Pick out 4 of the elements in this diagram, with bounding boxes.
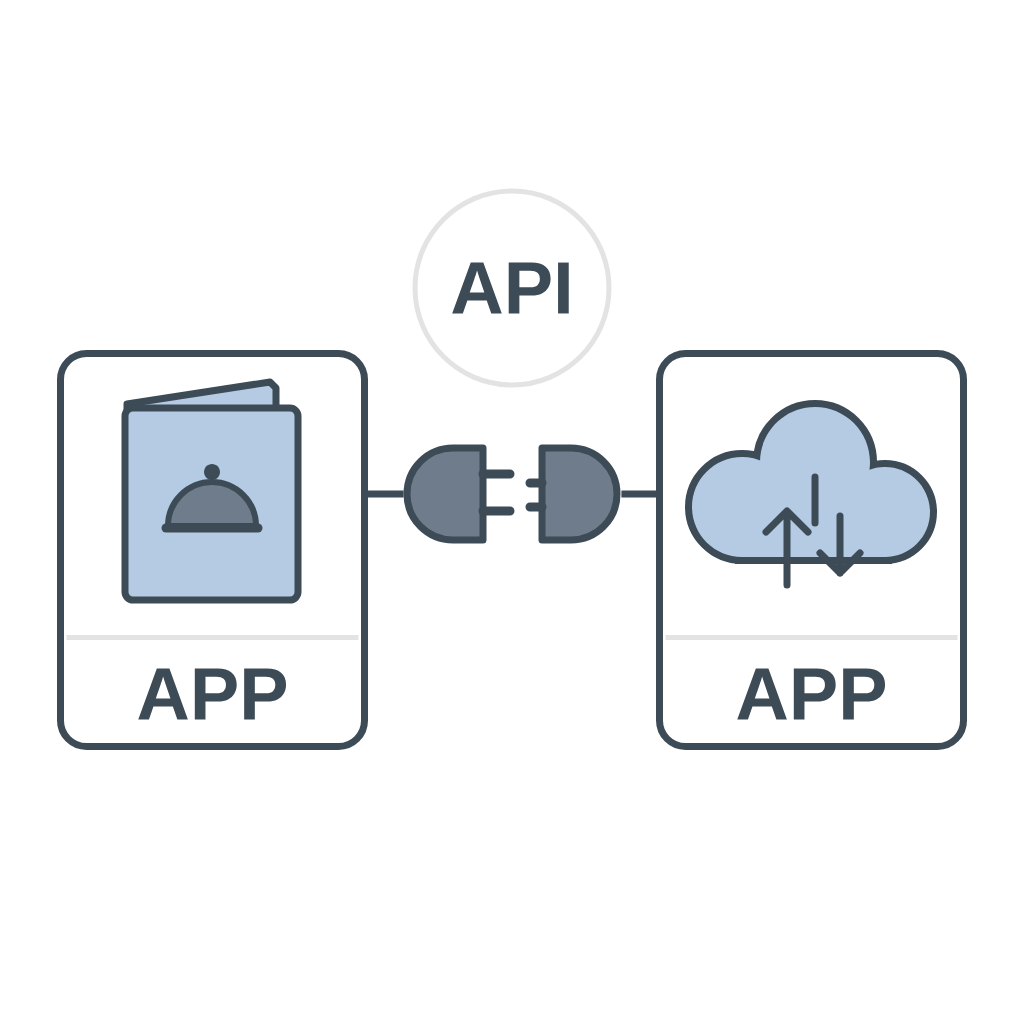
app-card: APP bbox=[656, 350, 967, 750]
app-card: APP bbox=[57, 350, 368, 750]
socket-icon bbox=[525, 444, 621, 544]
plug-icon bbox=[403, 444, 515, 544]
